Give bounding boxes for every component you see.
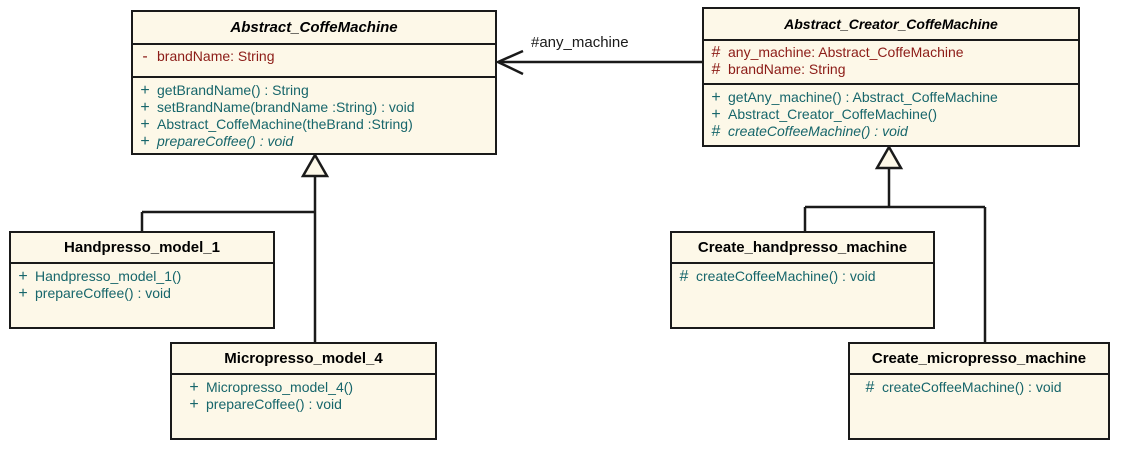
- operation-text: Abstract_CoffeMachine(theBrand :String): [157, 116, 413, 132]
- class-operations-create-handpresso-machine: # createCoffeeMachine() : void: [672, 264, 933, 287]
- attribute-row: # brandName: String: [704, 61, 1078, 78]
- operation-row-abstract: + prepareCoffee() : void: [133, 133, 495, 150]
- generalization-triangle-left: [300, 152, 330, 178]
- class-attributes-abstract-coffemachine: - brandName: String: [133, 45, 495, 78]
- class-box-abstract-coffemachine[interactable]: Abstract_CoffeMachine - brandName: Strin…: [131, 10, 497, 155]
- visibility-marker: -: [142, 48, 148, 65]
- operation-text: createCoffeeMachine() : void: [882, 379, 1062, 395]
- visibility-marker: +: [140, 82, 150, 99]
- class-title-create-handpresso-machine: Create_handpresso_machine: [672, 233, 933, 264]
- operation-text: prepareCoffee() : void: [206, 396, 342, 412]
- visibility-marker: +: [140, 99, 150, 116]
- operation-text: prepareCoffee() : void: [157, 133, 294, 149]
- class-operations-create-micropresso-machine: # createCoffeeMachine() : void: [850, 375, 1108, 398]
- class-operations-abstract-creator-coffemachine: + getAny_machine() : Abstract_CoffeMachi…: [704, 85, 1078, 142]
- visibility-marker: +: [140, 116, 150, 133]
- operation-row: + prepareCoffee() : void: [11, 285, 273, 302]
- association-arrowhead-open: [495, 49, 524, 76]
- operation-text: createCoffeeMachine() : void: [696, 268, 876, 284]
- class-box-handpresso-model-1[interactable]: Handpresso_model_1 + Handpresso_model_1(…: [9, 231, 275, 329]
- operation-row: + Micropresso_model_4(): [182, 379, 435, 396]
- class-title-create-micropresso-machine: Create_micropresso_machine: [850, 344, 1108, 375]
- visibility-marker: #: [711, 61, 721, 78]
- visibility-marker: #: [679, 268, 689, 285]
- visibility-marker: +: [18, 285, 28, 302]
- visibility-marker: #: [865, 379, 875, 396]
- visibility-marker: #: [711, 44, 721, 61]
- operation-row: + prepareCoffee() : void: [182, 396, 435, 413]
- operation-row: # createCoffeeMachine() : void: [672, 268, 933, 285]
- operation-row: + getBrandName() : String: [133, 82, 495, 99]
- operation-text: prepareCoffee() : void: [35, 285, 171, 301]
- visibility-marker: +: [189, 379, 199, 396]
- class-attributes-abstract-creator-coffemachine: # any_machine: Abstract_CoffeMachine # b…: [704, 41, 1078, 85]
- attribute-text: brandName: String: [728, 61, 846, 77]
- visibility-marker: +: [711, 106, 721, 123]
- operation-text: Abstract_Creator_CoffeMachine(): [728, 106, 938, 122]
- operation-row: + Abstract_Creator_CoffeMachine(): [704, 106, 1078, 123]
- operation-text: createCoffeeMachine() : void: [728, 123, 908, 139]
- class-box-micropresso-model-4[interactable]: Micropresso_model_4 + Micropresso_model_…: [170, 342, 437, 440]
- class-title-micropresso-model-4: Micropresso_model_4: [172, 344, 435, 375]
- attribute-row: - brandName: String: [133, 48, 495, 65]
- operation-row: # createCoffeeMachine() : void: [858, 379, 1108, 396]
- operation-text: getBrandName() : String: [157, 82, 309, 98]
- class-title-abstract-coffemachine: Abstract_CoffeMachine: [133, 12, 495, 45]
- operation-text: Handpresso_model_1(): [35, 268, 182, 284]
- operation-row: + getAny_machine() : Abstract_CoffeMachi…: [704, 89, 1078, 106]
- operation-text: setBrandName(brandName :String) : void: [157, 99, 415, 115]
- class-box-create-micropresso-machine[interactable]: Create_micropresso_machine # createCoffe…: [848, 342, 1110, 440]
- class-operations-micropresso-model-4: + Micropresso_model_4() + prepareCoffee(…: [172, 375, 435, 415]
- visibility-marker: +: [711, 89, 721, 106]
- class-box-create-handpresso-machine[interactable]: Create_handpresso_machine # createCoffee…: [670, 231, 935, 329]
- operation-row: + Handpresso_model_1(): [11, 268, 273, 285]
- class-title-handpresso-model-1: Handpresso_model_1: [11, 233, 273, 264]
- operation-row: + setBrandName(brandName :String) : void: [133, 99, 495, 116]
- class-operations-handpresso-model-1: + Handpresso_model_1() + prepareCoffee()…: [11, 264, 273, 304]
- operation-text: Micropresso_model_4(): [206, 379, 354, 395]
- attribute-text: any_machine: Abstract_CoffeMachine: [728, 44, 964, 60]
- class-operations-abstract-coffemachine: + getBrandName() : String + setBrandName…: [133, 78, 495, 152]
- operation-text: getAny_machine() : Abstract_CoffeMachine: [728, 89, 998, 105]
- class-title-abstract-creator-coffemachine: Abstract_Creator_CoffeMachine: [704, 9, 1078, 41]
- class-box-abstract-creator-coffemachine[interactable]: Abstract_Creator_CoffeMachine # any_mach…: [702, 7, 1080, 147]
- association-label-any-machine: #any_machine: [531, 34, 629, 51]
- visibility-marker: +: [189, 396, 199, 413]
- operation-row: + Abstract_CoffeMachine(theBrand :String…: [133, 116, 495, 133]
- generalization-triangle-right: [874, 144, 904, 170]
- attribute-row: # any_machine: Abstract_CoffeMachine: [704, 44, 1078, 61]
- visibility-marker: +: [140, 133, 150, 150]
- visibility-marker: #: [711, 123, 721, 140]
- visibility-marker: +: [18, 268, 28, 285]
- attribute-text: brandName: String: [157, 48, 275, 64]
- operation-row-abstract: # createCoffeeMachine() : void: [704, 123, 1078, 140]
